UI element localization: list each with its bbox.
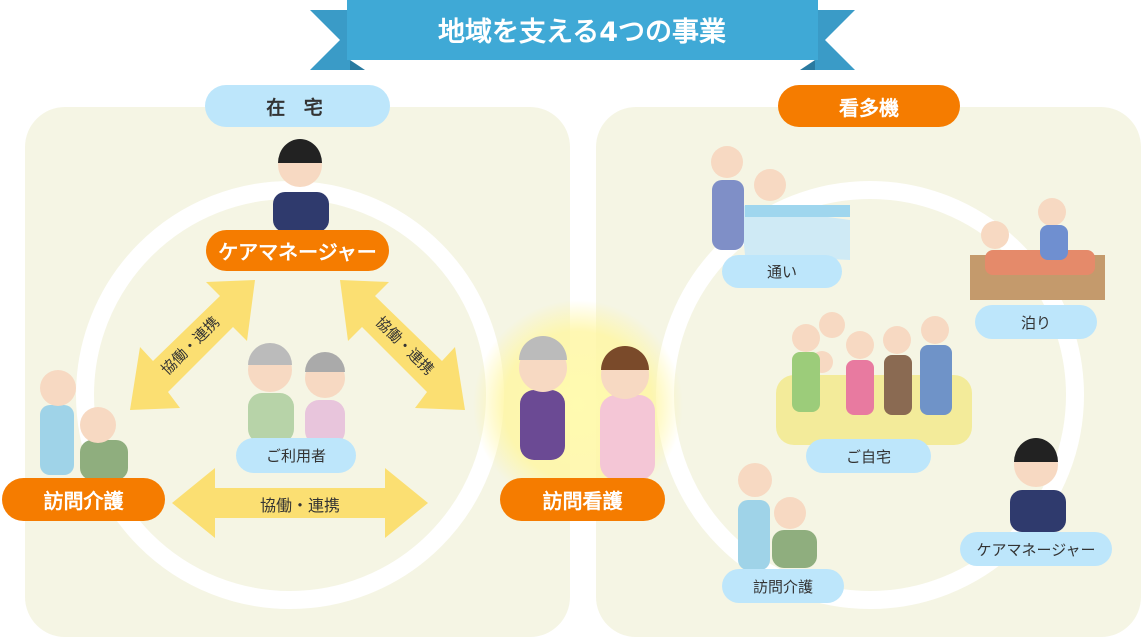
label-user: ご利用者 [236, 438, 356, 473]
family-sofa-illustration [776, 312, 972, 445]
arrow-bottom [172, 468, 428, 538]
label-care-manager: ケアマネージャー [206, 230, 389, 271]
arrow-right [340, 280, 465, 410]
kantaki-home-care-illustration [738, 463, 817, 570]
day-service-illustration [711, 146, 850, 260]
arrow-left [130, 280, 255, 410]
kantaki-heading: 看多機 [778, 85, 960, 127]
label-home-care: 訪問介護 [2, 478, 165, 521]
home-care-illustration [40, 370, 128, 480]
kantaki-care-manager-illustration [1010, 438, 1066, 532]
page-title: 地域を支える4つの事業 [438, 17, 726, 48]
label-day: 通い [722, 255, 842, 288]
user-couple-illustration [248, 343, 345, 445]
label-stay: 泊り [975, 305, 1097, 339]
label-home-nursing: 訪問看護 [500, 478, 665, 521]
label-kantaki-care-manager: ケアマネージャー [960, 532, 1112, 566]
home-nursing-illustration [519, 336, 655, 480]
label-home: ご自宅 [806, 439, 931, 473]
care-manager-illustration [273, 139, 329, 232]
stay-bed-illustration [970, 198, 1105, 300]
label-kantaki-home-care: 訪問介護 [722, 569, 844, 603]
title-banner [310, 0, 855, 70]
arrow-label-bottom: 協働・連携 [259, 496, 340, 515]
home-heading: 在 宅 [205, 85, 390, 127]
